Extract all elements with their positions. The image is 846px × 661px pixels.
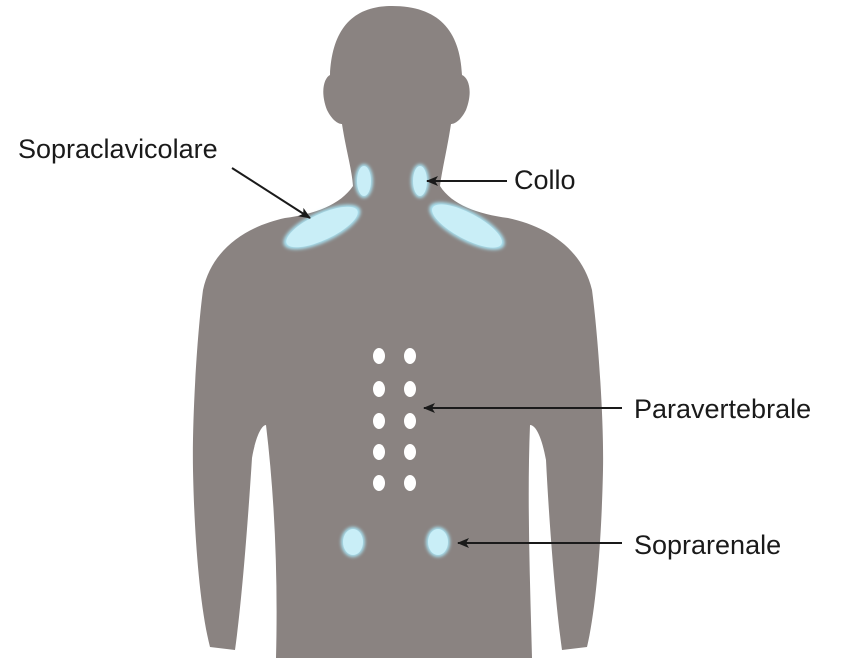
paravertebral-site xyxy=(373,444,385,460)
paravertebral-site xyxy=(373,348,385,364)
arrow-sopraclavicolare xyxy=(232,168,310,218)
paravertebral-site xyxy=(404,348,416,364)
paravertebral-site xyxy=(373,381,385,397)
paravertebral-site xyxy=(404,444,416,460)
label-collo: Collo xyxy=(514,164,576,196)
paravertebral-site xyxy=(404,381,416,397)
neck-site-left-core xyxy=(357,166,371,196)
label-sopraclavicolare: Sopraclavicolare xyxy=(18,133,218,165)
paravertebral-site xyxy=(373,475,385,491)
body-silhouette xyxy=(193,6,603,658)
suprarenal-site-right xyxy=(428,529,448,555)
torso-silhouette xyxy=(193,6,603,658)
paravertebral-site xyxy=(404,475,416,491)
neck-site-right-core xyxy=(413,166,427,196)
paravertebral-site xyxy=(404,413,416,429)
label-paravertebrale: Paravertebrale xyxy=(634,393,811,425)
label-soprarenale: Soprarenale xyxy=(634,529,781,561)
suprarenal-site-left xyxy=(343,529,363,555)
paravertebral-site xyxy=(373,413,385,429)
